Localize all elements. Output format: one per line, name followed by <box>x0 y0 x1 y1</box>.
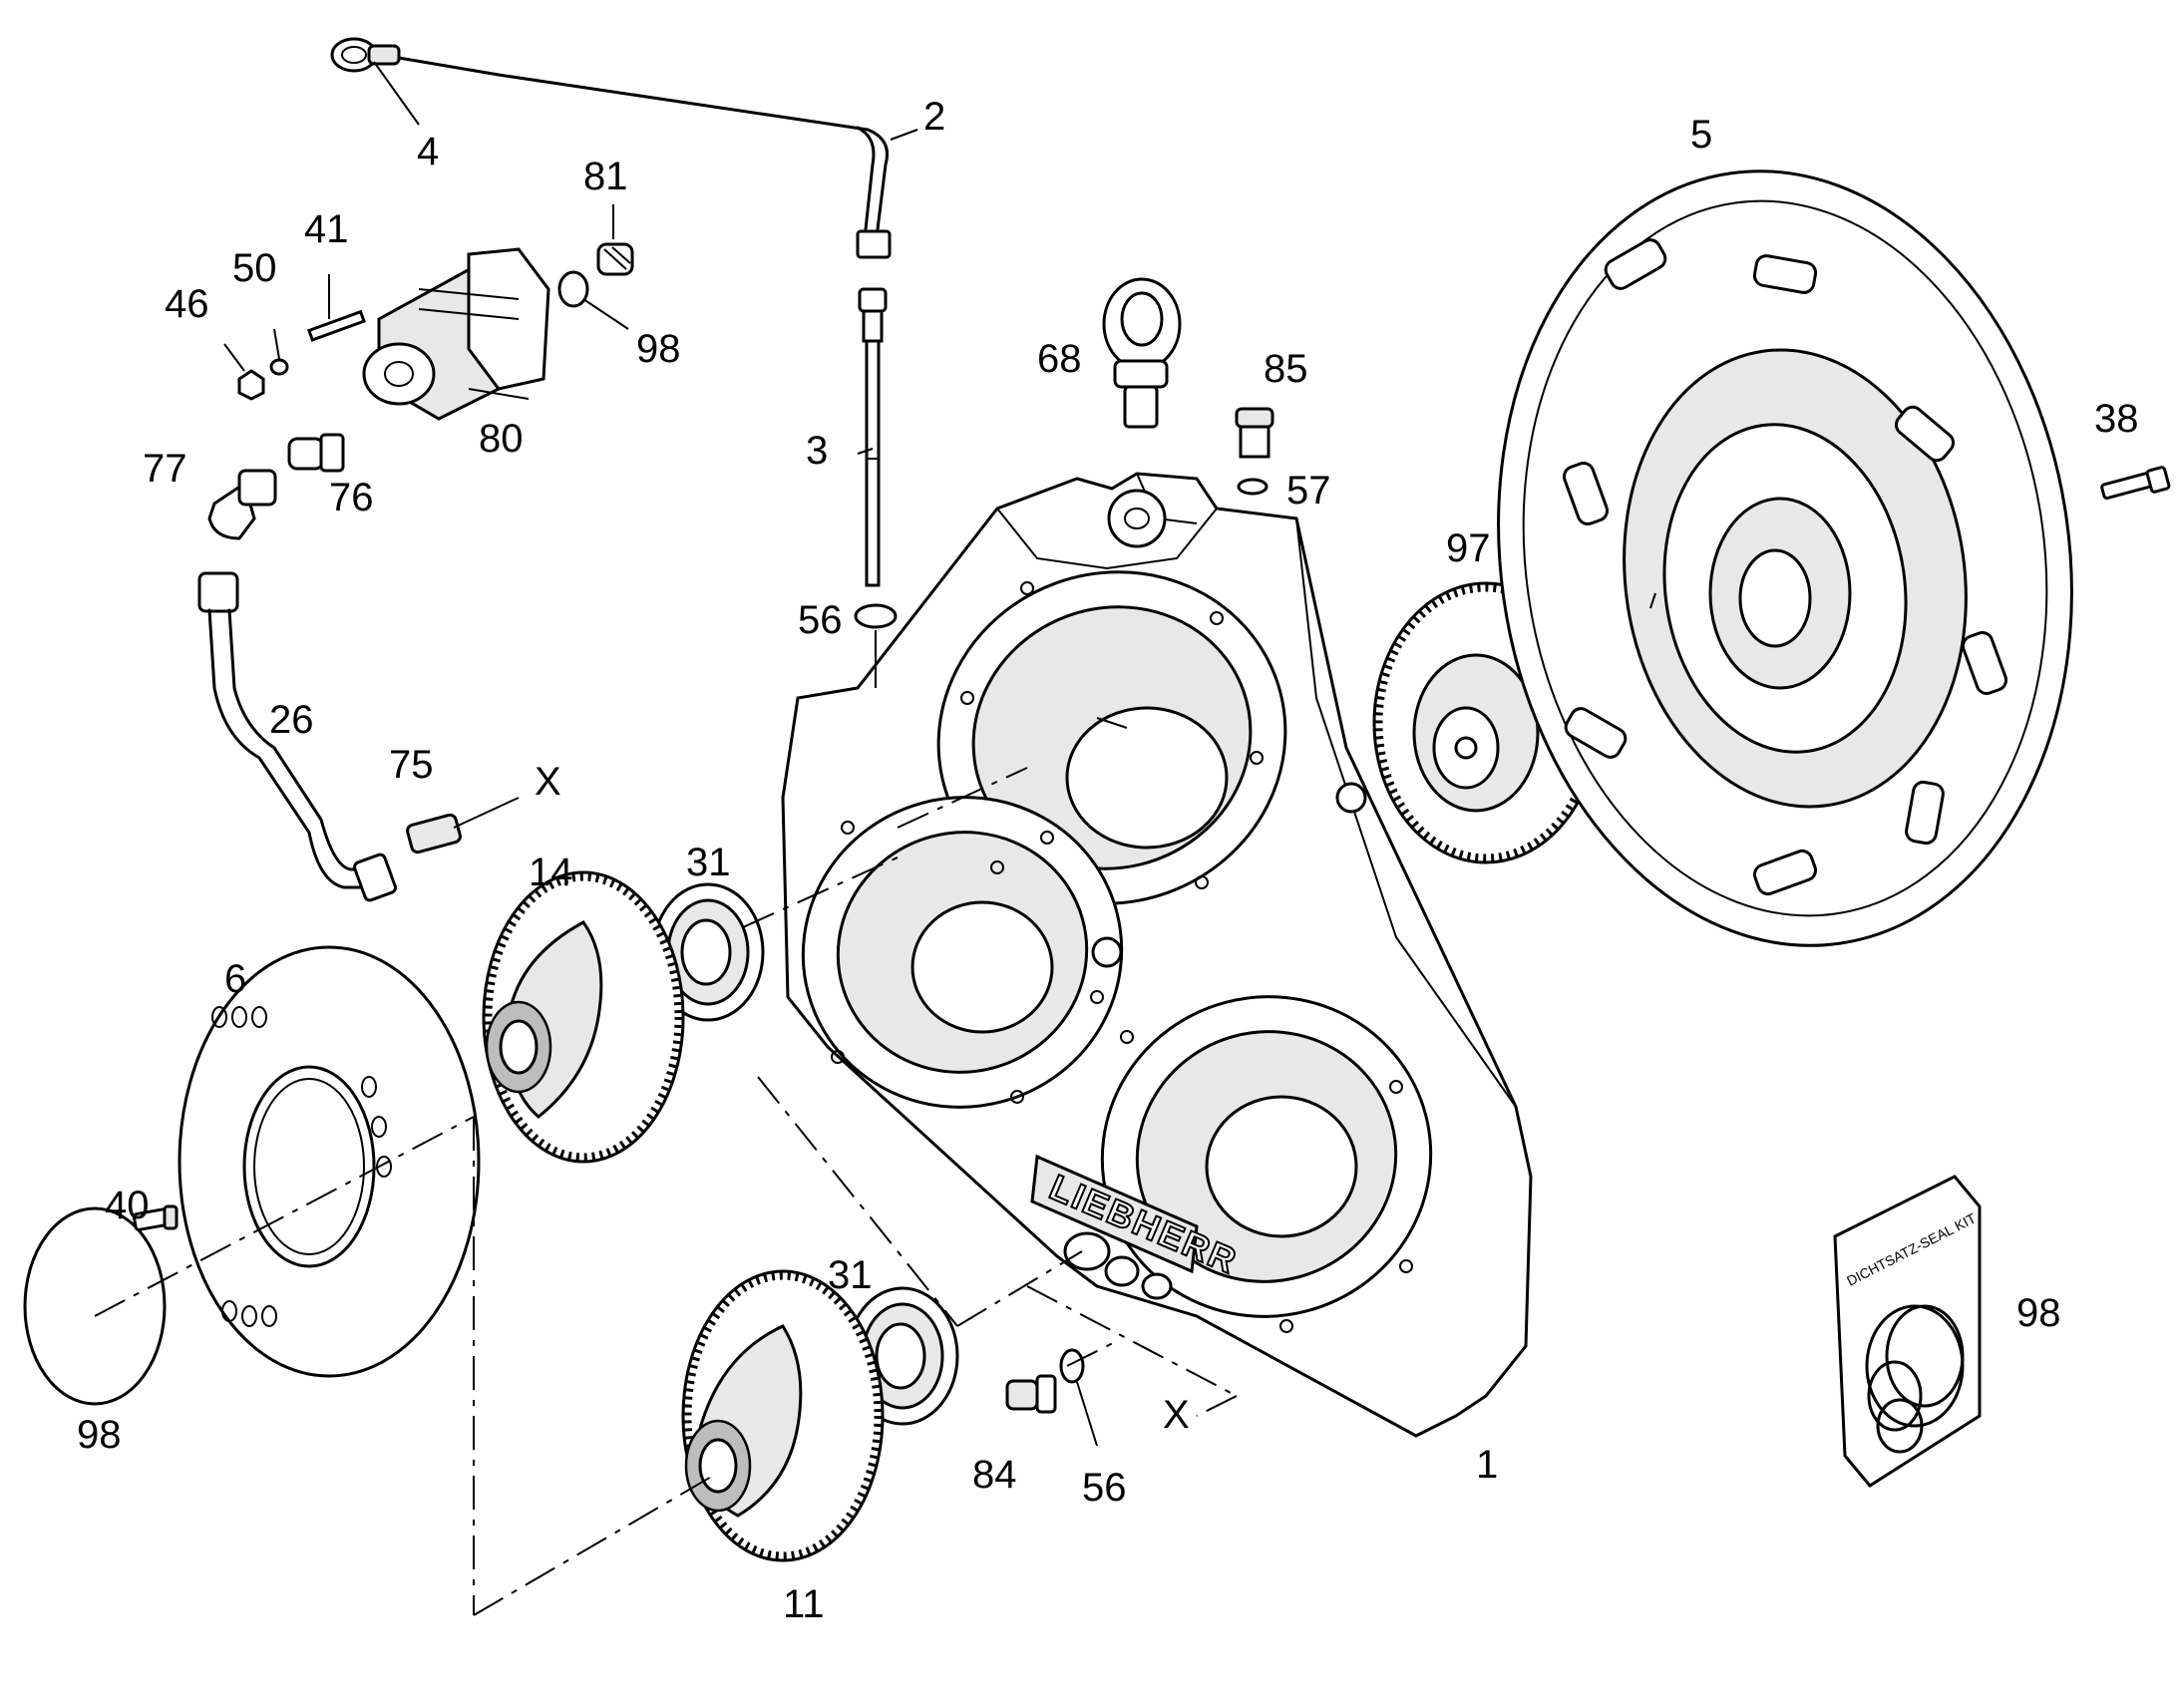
o-ring-part-57 <box>1237 478 1269 496</box>
callout-14: 14 <box>529 851 573 894</box>
o-ring-part-98-pump <box>557 270 629 330</box>
bolt-part-38 <box>2100 466 2171 501</box>
o-ring-part-98-cover <box>23 1206 167 1406</box>
callout-98-seal-kit: 98 <box>2016 1291 2061 1335</box>
callout-1: 1 <box>1476 1443 1498 1487</box>
eye-bolt-part-68 <box>1102 277 1182 429</box>
callout-81: 81 <box>583 155 628 198</box>
elbow-part-77 <box>207 469 277 540</box>
callout-56-lower: 56 <box>1082 1466 1127 1510</box>
callout-40: 40 <box>105 1184 150 1227</box>
plug-part-85 <box>1235 407 1274 459</box>
callout-98-cover: 98 <box>77 1413 122 1457</box>
seal-kit-part-98: DICHTSATZ-SEAL KIT <box>1833 1175 1982 1488</box>
callout-4: 4 <box>417 130 439 173</box>
callout-x-upper: X <box>535 760 561 804</box>
callout-x-lower: X <box>1163 1393 1190 1437</box>
stud-part-41 <box>306 309 366 342</box>
dip-tube-part-2 <box>856 126 918 259</box>
callout-97: 97 <box>1446 526 1491 570</box>
callout-2: 2 <box>923 95 945 139</box>
leader-lines <box>273 274 1656 609</box>
callout-46: 46 <box>165 282 209 326</box>
callout-56-top: 56 <box>798 598 843 642</box>
flange-part-5 <box>1497 170 2073 947</box>
dipstick-part-4 <box>330 37 870 132</box>
callout-98-pump: 98 <box>636 327 681 371</box>
callout-77: 77 <box>143 447 187 491</box>
gear-part-14 <box>482 870 685 1164</box>
callout-labels: 4 2 5 81 41 50 46 98 68 85 38 80 3 77 76… <box>77 95 2139 1626</box>
callout-84: 84 <box>972 1453 1017 1497</box>
adapter-part-76 <box>287 433 345 473</box>
o-ring-part-56-lower <box>1059 1348 1098 1447</box>
plug-part-84 <box>1005 1374 1057 1414</box>
callout-57: 57 <box>1286 469 1331 512</box>
callout-76: 76 <box>329 476 374 519</box>
o-ring-part-56-top <box>854 603 898 688</box>
callout-85: 85 <box>1264 347 1308 391</box>
screw-part-40 <box>132 1204 179 1231</box>
dip-tube-part-3 <box>858 287 888 587</box>
callout-6: 6 <box>224 957 246 1001</box>
callout-31-upper: 31 <box>686 841 731 884</box>
callout-50: 50 <box>232 246 277 290</box>
callout-5: 5 <box>1690 113 1712 157</box>
callout-41: 41 <box>304 207 349 251</box>
cover-part-6 <box>178 945 481 1378</box>
callout-80: 80 <box>479 417 524 461</box>
callout-38: 38 <box>2094 397 2139 441</box>
callout-3: 3 <box>806 429 828 473</box>
center-lines <box>94 717 1238 1616</box>
connector-part-75 <box>406 797 520 854</box>
gear-part-11 <box>681 1269 885 1562</box>
fitting-part-81 <box>596 204 634 276</box>
nut-part-46 <box>223 343 265 401</box>
gear-housing-part-1: LIEBHERR <box>781 472 1533 1438</box>
hose-part-26 <box>197 571 397 902</box>
callout-26: 26 <box>269 698 314 742</box>
washer-part-50 <box>269 358 289 376</box>
callout-75: 75 <box>389 743 434 787</box>
callout-11: 11 <box>783 1582 825 1626</box>
callout-68: 68 <box>1037 337 1082 381</box>
hydraulic-pump-part-80 <box>362 247 550 421</box>
callout-31-lower: 31 <box>828 1253 873 1297</box>
